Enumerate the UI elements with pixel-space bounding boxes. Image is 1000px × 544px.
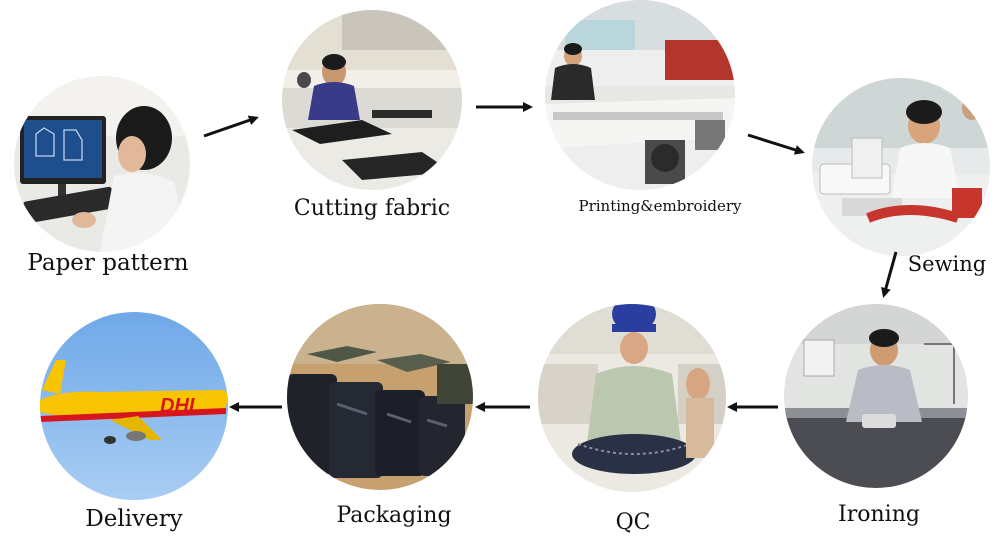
photo-printing-embroidery [545, 0, 735, 190]
photo-sewing [812, 78, 990, 256]
photo-paper-pattern [14, 76, 190, 252]
photo-delivery: DHL [40, 312, 228, 500]
step-label-paper-pattern: Paper pattern [27, 250, 189, 276]
arrow-1-to-2 [203, 115, 259, 138]
step-label-sewing: Sewing [907, 252, 987, 276]
photo-ironing [784, 304, 968, 488]
step-label-printing-embroidery: Printing&embroidery [578, 197, 742, 215]
step-label-delivery: Delivery [85, 506, 183, 532]
step-label-cutting-fabric: Cutting fabric [293, 196, 451, 221]
photo-packaging [287, 304, 473, 490]
step-label-packaging: Packaging [336, 503, 452, 528]
photo-qc [538, 304, 726, 492]
dhl-logo: DHL [160, 395, 201, 417]
arrow-3-to-4 [747, 133, 805, 155]
arrow-4-to-5 [881, 251, 898, 298]
step-label-ironing: Ironing [838, 502, 920, 527]
step-label-qc: QC [615, 510, 651, 535]
photo-cutting-fabric [282, 10, 462, 190]
